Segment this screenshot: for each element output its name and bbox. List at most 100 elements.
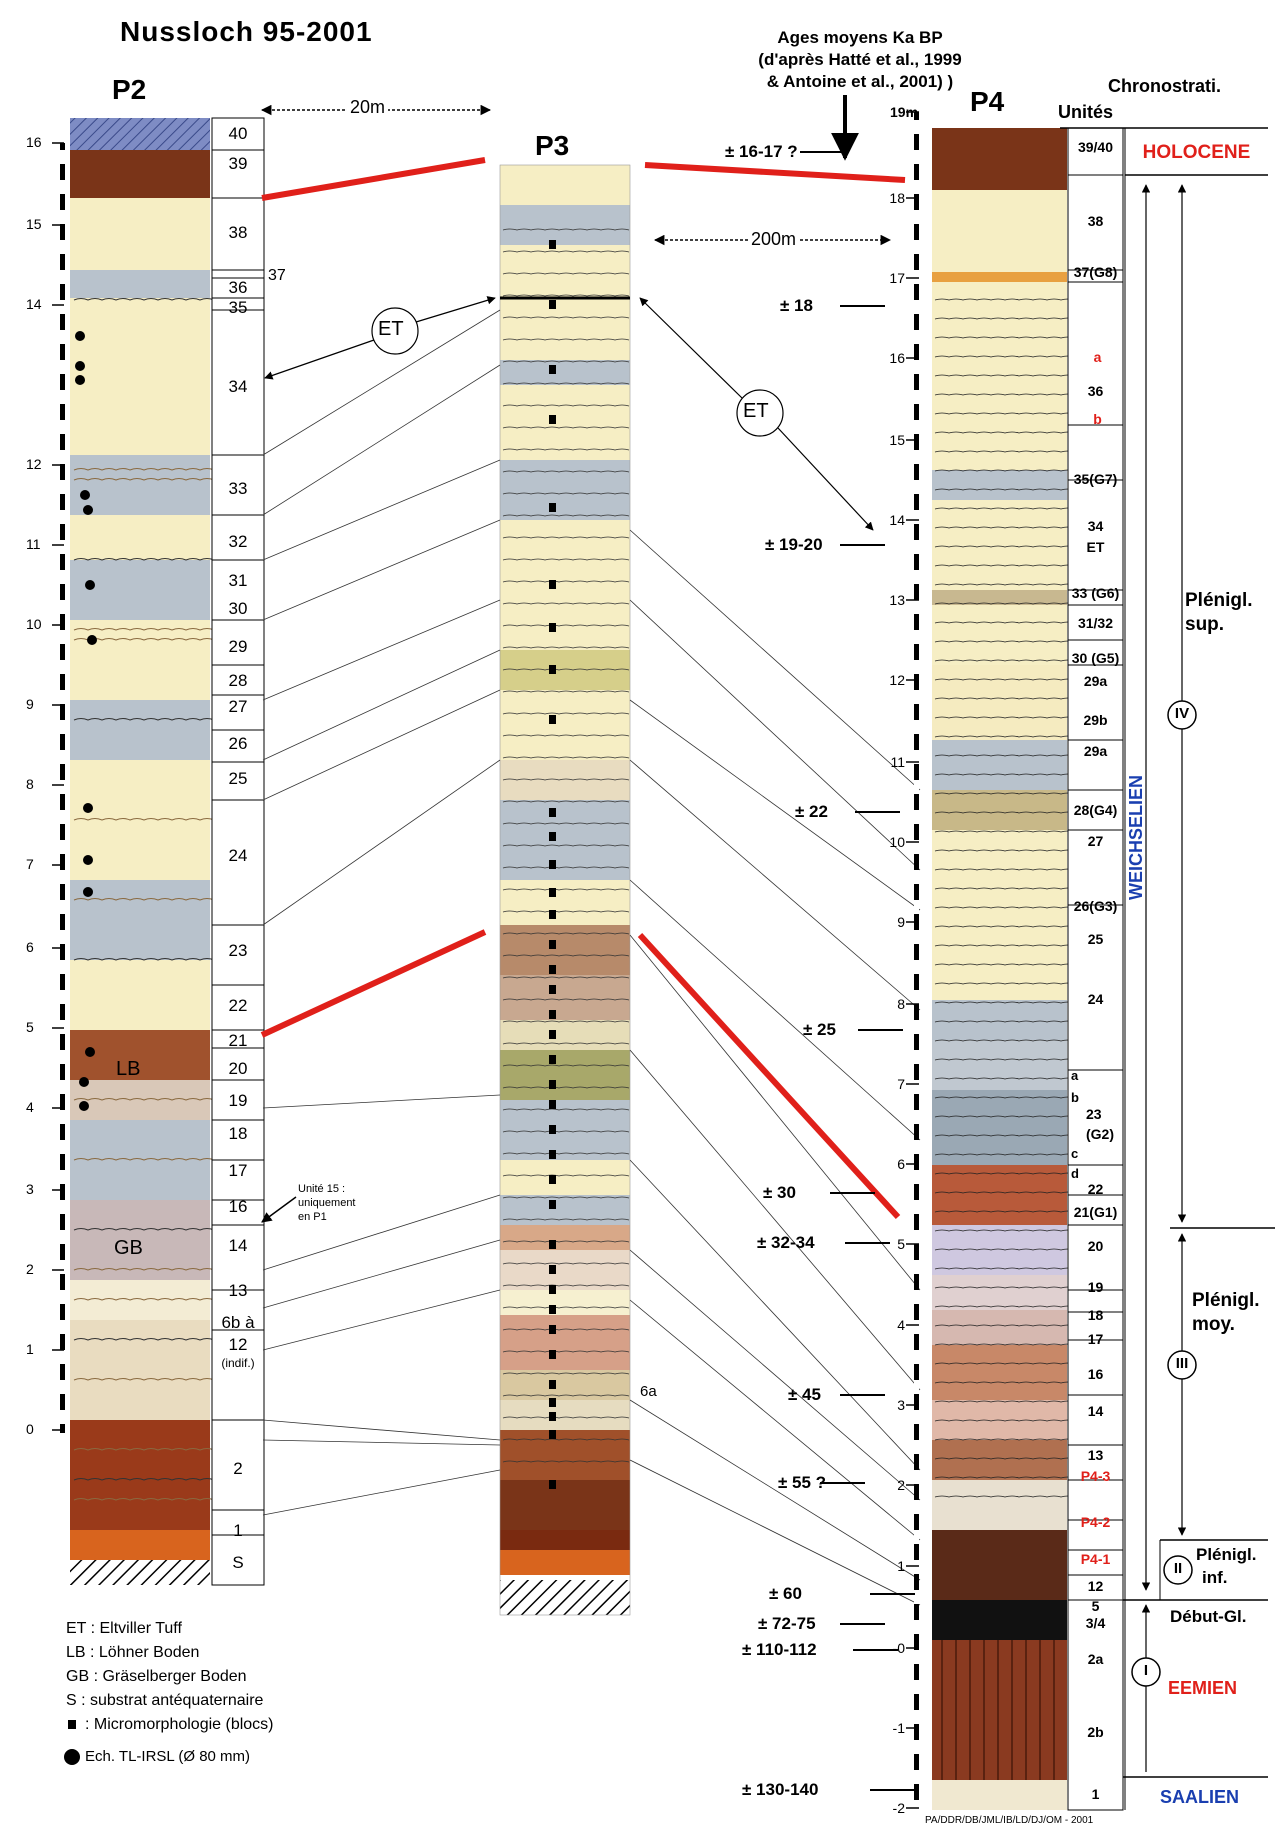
p4-lamina-1136 [934,1134,1076,1137]
p4-unit-label-11: 30 (G5) [1071,650,1120,666]
p2-unit-label-18: 21 [228,1031,248,1050]
et-circle-2 [736,389,784,437]
p2-unit-label-29: 2 [233,1459,243,1478]
p3-layer-19 [500,1225,630,1250]
p3-lamina-1330 [502,1328,630,1331]
p2-scale-gap-450 [60,450,65,464]
legend-item-1: LB : Löhner Boden [66,1644,200,1661]
p2-lamina-11 [73,1158,215,1161]
p2-lamina-12 [73,1228,215,1231]
p4-lamina-642 [934,640,1076,643]
units-header: Unités [1058,102,1114,122]
p2-p3-correlation-line-12 [262,1419,501,1441]
p4-lamina-984 [934,982,1076,985]
p2-scale-gap-180 [60,180,65,194]
p2-unit-label-24: 14 [228,1236,248,1255]
p4-scale-gap-960 [914,960,919,974]
p2-unit-label-28: (indif.) [221,1356,255,1370]
p4-lamina-1041 [934,1039,1076,1042]
p4-unit-label-8: ET [1086,539,1105,555]
ages-header-line2: (d'après Hatté et al., 1999 [758,50,962,69]
p3-layer-3 [500,360,630,385]
et-label-2: ET [743,400,769,422]
p4-layer-22 [932,1440,1067,1480]
chrono-debut-gl: Début-Gl. [1170,1607,1247,1626]
p3-micro-block-35 [549,1430,556,1439]
p4-scale-gap-1170 [914,1170,919,1184]
profile-p3-label: P3 [535,130,570,161]
p4-unit-label-32: 16 [1087,1366,1104,1382]
p3-layer-9 [500,760,630,800]
p4-lamina-1478 [934,1476,1076,1479]
p4-lamina-946 [934,944,1076,947]
p3-lamina-1198 [502,1196,630,1199]
p4-unit-label-25: d [1071,1166,1079,1181]
p4-scale-gap-210 [914,210,919,224]
p3-layer-8 [500,690,630,760]
p4-scale-gap-480 [914,480,919,494]
chrono-pleniglinf-2: inf. [1202,1568,1228,1587]
p4-scale-label-2: 17 [889,270,905,286]
p2-scale-gap-540 [60,540,65,554]
p2-scale-label-0: 16 [26,134,42,150]
age-label-2: ± 19-20 [765,535,823,554]
p3-micro-block-23 [549,1150,556,1159]
p4-lamina-737 [934,735,1076,738]
p2-tl-sample-12 [79,1101,89,1111]
p4-unit-label-24: c [1071,1146,1079,1161]
p2-p3-correlation-line-10 [262,1239,501,1309]
p3-lamina-1000 [502,998,630,1001]
chrono-roman-circle-3 [1131,1657,1161,1687]
p4-lamina-1003 [934,1001,1076,1004]
p4-scale-gap-1560 [914,1560,919,1574]
p4-unit-label-9: 33 (G6) [1071,585,1120,601]
p2-lamina-0 [73,298,215,301]
p3-lamina-890 [502,888,630,891]
p3-micro-block-6 [549,623,556,632]
p4-scale-gap-1050 [914,1050,919,1064]
p2-layer-4 [70,298,210,455]
p4-unit-label-41: 2a [1087,1651,1104,1667]
p2-unit-label-9: 30 [228,599,248,618]
chrono-roman-circle-0 [1167,700,1197,730]
p4-lamina-1060 [934,1058,1076,1061]
p4-scale-gap-180 [914,180,919,194]
p4-scale-label-17: 2 [897,1477,905,1493]
p4-layer-3 [932,282,1067,470]
p3-p4-correlation-line-0 [629,529,921,791]
chrono-roman-1: III [1175,1355,1189,1372]
p3-lamina-1308 [502,1306,630,1309]
p4-lamina-300 [934,298,1076,301]
p2-layer-5 [70,455,210,515]
p3-lamina-934 [502,932,630,935]
p4-scale-label-13: 6 [897,1156,905,1172]
p4-lamina-585 [934,583,1076,586]
p4-layer-8 [932,665,1067,740]
p4-layer-6 [932,590,1067,605]
p3-p4-correlation-line-11 [629,1459,921,1606]
unit15-note-2: uniquement [298,1197,356,1209]
chrono-pleniglmoy-1: Plénigl. [1192,1290,1260,1311]
p4-scale-gap-270 [914,270,919,284]
p4-lamina-1212 [934,1210,1076,1213]
p4-lamina-395 [934,393,1076,396]
p4-scale-gap-300 [914,300,919,314]
chrono-roman-circle-2 [1163,1555,1193,1585]
p4-unit-label-12: 29a [1083,673,1108,689]
p4-lamina-1098 [934,1096,1076,1099]
p2-unit-label-23: 16 [228,1197,248,1216]
p4-layer-26 [932,1640,1067,1780]
p3-micro-block-32 [549,1380,556,1389]
p4-scale-gap-870 [914,870,919,884]
p2-lamina-15 [73,1338,215,1341]
p3-micro-block-11 [549,860,556,869]
p2-layer-14 [70,1080,210,1120]
p2-lamina-16 [73,1378,215,1381]
p2-scale-gap-480 [60,480,65,494]
chrono-pleniglsup-1: Plénigl. [1185,590,1253,611]
p4-scale-gap-840 [914,840,919,854]
p4-unit-label-10: 31/32 [1077,615,1114,631]
p4-layer-16 [932,1165,1067,1225]
p2-tl-sample-4 [83,505,93,515]
p4-scale-gap-120 [914,120,919,134]
